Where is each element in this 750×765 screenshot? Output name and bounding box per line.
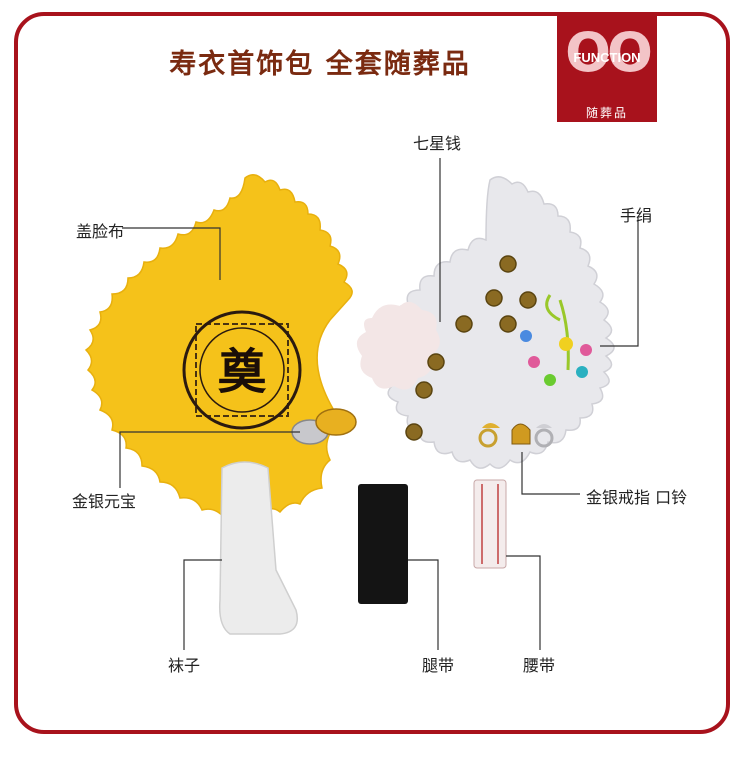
label-ingots: 金银元宝	[72, 492, 137, 511]
rings-and-bell	[478, 423, 554, 448]
label-rings-bell: 金银戒指 口铃	[586, 488, 688, 507]
leader-lines	[119, 158, 639, 650]
black-leg-band	[358, 484, 408, 604]
seven-star-coins	[405, 255, 537, 441]
badge-function-text: FUNCTION	[573, 50, 641, 65]
label-waist-band: 腰带	[523, 656, 556, 675]
white-sock	[218, 461, 298, 635]
label-socks: 袜子	[168, 656, 201, 675]
page-title: 寿衣首饰包 全套随葬品	[169, 49, 471, 80]
badge-subtitle: 随葬品	[585, 106, 628, 120]
label-handkerchief: 手绢	[620, 206, 653, 225]
label-leg-band: 腿带	[422, 656, 455, 675]
embroidery-character: 奠	[218, 344, 267, 400]
brand-badge: OO FUNCTION 随葬品	[557, 14, 657, 130]
label-face-cloth: 盖脸布	[76, 222, 125, 241]
waist-band	[473, 479, 507, 569]
label-seven-star-coins: 七星钱	[413, 134, 462, 153]
badge-mark: OO	[565, 21, 653, 84]
yellow-face-cloth: 奠	[84, 174, 353, 523]
white-handkerchief	[356, 176, 615, 469]
flower-embroidery	[520, 294, 592, 386]
gold-silver-ingots	[291, 408, 357, 445]
